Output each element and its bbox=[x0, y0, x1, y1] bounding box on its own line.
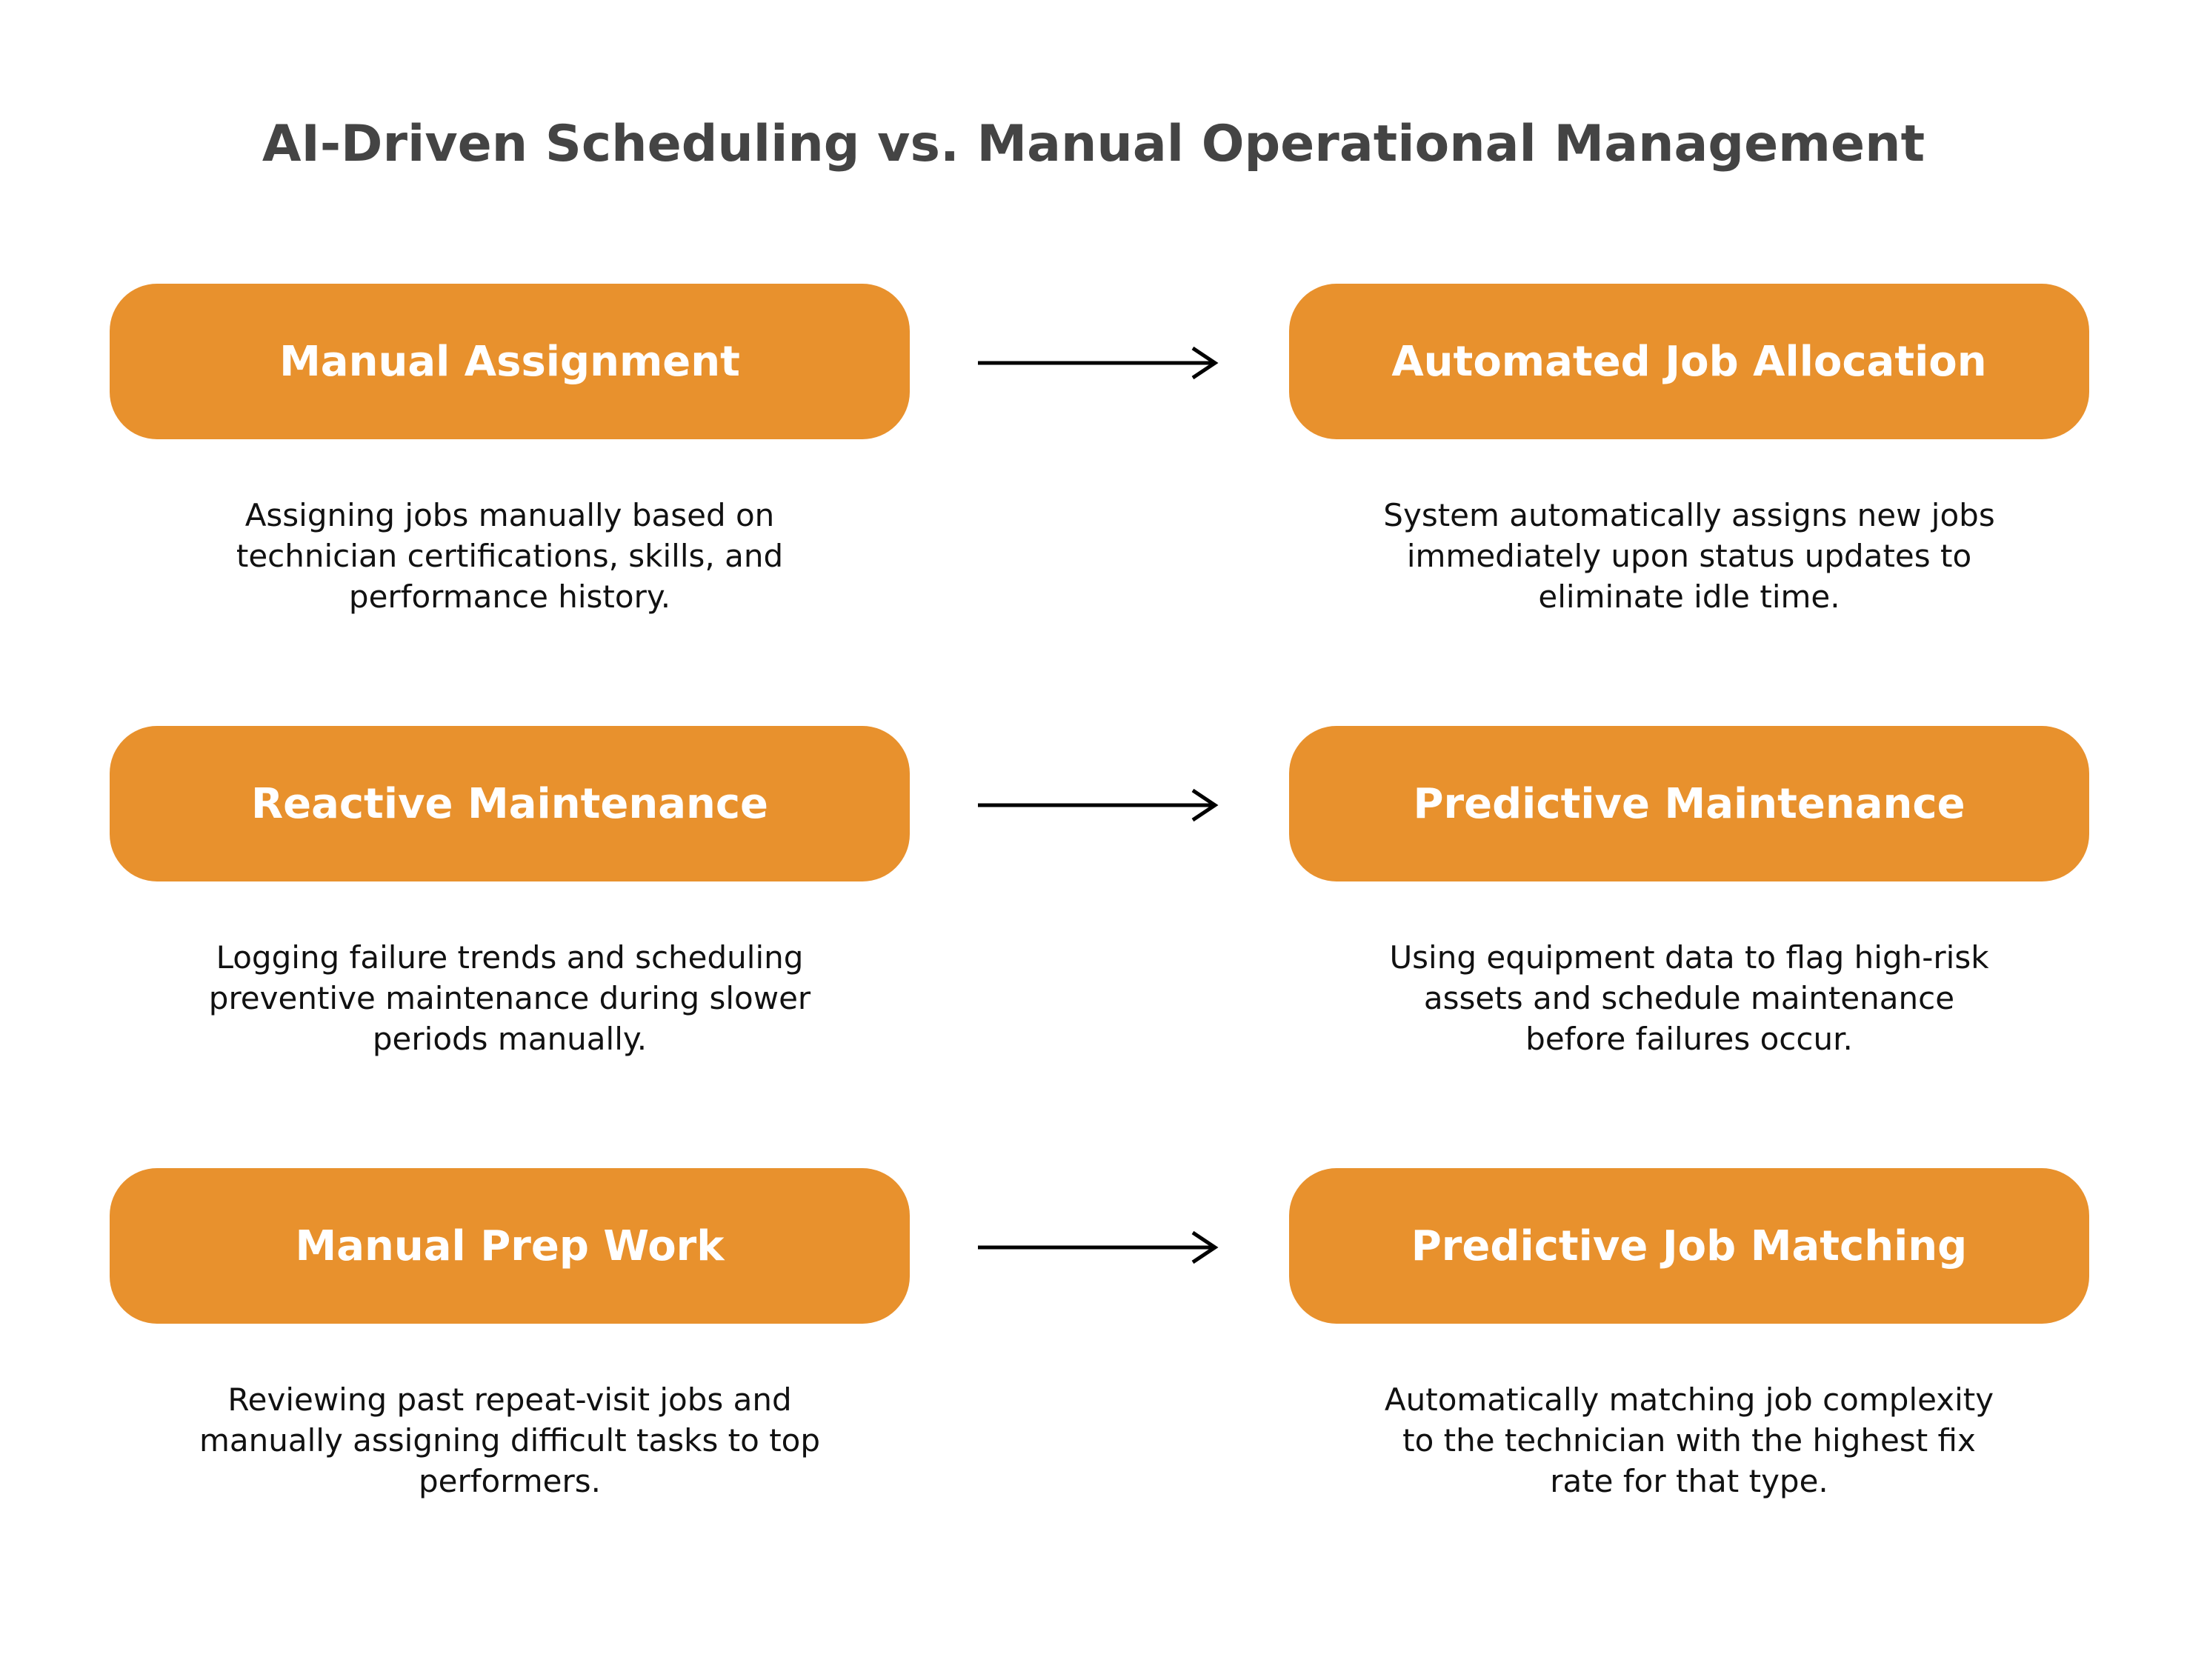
predictive-maintenance-description: Using equipment data to flag high-risk a… bbox=[1389, 939, 1989, 1057]
arrow-right-icon bbox=[978, 788, 1219, 822]
manual-prep-work-description: Reviewing past repeat-visit jobs and man… bbox=[199, 1381, 821, 1499]
automated-job-allocation-description: System automatically assigns new jobs im… bbox=[1383, 497, 1995, 615]
manual-assignment-box: Manual Assignment bbox=[110, 284, 910, 439]
reactive-maintenance-description: Logging failure trends and scheduling pr… bbox=[208, 939, 811, 1057]
arrow-right-icon bbox=[978, 1230, 1219, 1264]
reactive-maintenance-box: Reactive Maintenance bbox=[110, 726, 910, 881]
predictive-maintenance-box: Predictive Maintenance bbox=[1289, 726, 2089, 881]
automated-job-allocation-box: Automated Job Allocation bbox=[1289, 284, 2089, 439]
arrow-right-icon bbox=[978, 346, 1219, 380]
manual-assignment-description: Assigning jobs manually based on technic… bbox=[236, 497, 784, 615]
predictive-job-matching-description: Automatically matching job complexity to… bbox=[1384, 1381, 1994, 1499]
page-title: AI-Driven Scheduling vs. Manual Operatio… bbox=[262, 115, 1925, 173]
predictive-job-matching-box: Predictive Job Matching bbox=[1289, 1168, 2089, 1324]
manual-prep-work-box: Manual Prep Work bbox=[110, 1168, 910, 1324]
